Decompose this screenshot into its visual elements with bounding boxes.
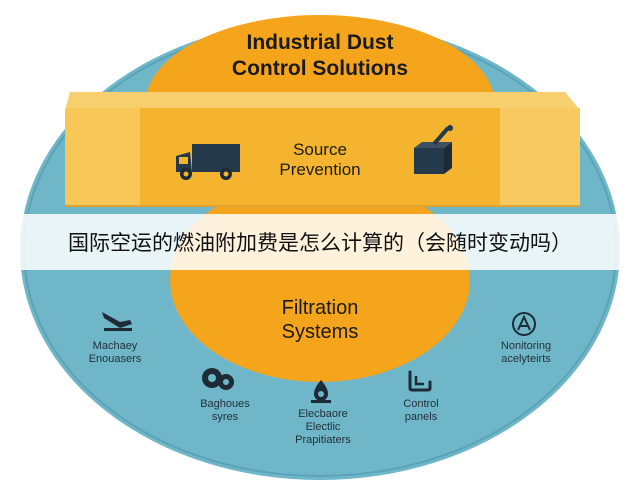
- baghouse-label: Baghoues syres: [180, 398, 270, 424]
- control-panels-label: Control panels: [376, 398, 466, 424]
- machine-arm-icon: [102, 312, 132, 331]
- source-prevention-label: Source Prevention: [250, 140, 390, 180]
- monitoring-label-text: Nonitoring acelyteirts: [500, 340, 552, 365]
- precipitator-icon: [311, 380, 331, 403]
- source-prevention-text: Source Prevention: [279, 140, 361, 179]
- filtration-systems-text: Filtration Systems: [281, 297, 359, 343]
- caption-banner-text: 国际空运的燃油附加费是怎么计算的（会随时变动吗）: [68, 231, 572, 255]
- monitor-gauge-icon: [512, 312, 536, 336]
- baghouse-icon: [202, 368, 234, 390]
- truck-icon: [176, 144, 240, 180]
- dust-collector-icon: [414, 125, 453, 174]
- control-panels-label-text: Control panels: [403, 398, 439, 423]
- monitoring-label: Nonitoring acelyteirts: [466, 340, 586, 366]
- control-panel-icon: [408, 370, 432, 392]
- machinery-label-text: Machaey Enouasers: [88, 340, 142, 365]
- electrostatic-label: Elecbaore Electlic Prapitiaters: [268, 408, 378, 447]
- band-top-face: [65, 92, 580, 110]
- baghouse-label-text: Baghoues syres: [200, 398, 250, 423]
- machinery-label: Machaey Enouasers: [60, 340, 170, 366]
- caption-banner: 国际空运的燃油附加费是怎么计算的（会随时变动吗）: [20, 214, 620, 270]
- electrostatic-label-text: Elecbaore Electlic Prapitiaters: [295, 408, 351, 446]
- filtration-systems-label: Filtration Systems: [230, 296, 410, 344]
- diagram-title-text: Industrial Dust Control Solutions: [231, 31, 409, 80]
- diagram-title: Industrial Dust Control Solutions: [180, 30, 460, 82]
- center-orange-circle: [170, 178, 470, 382]
